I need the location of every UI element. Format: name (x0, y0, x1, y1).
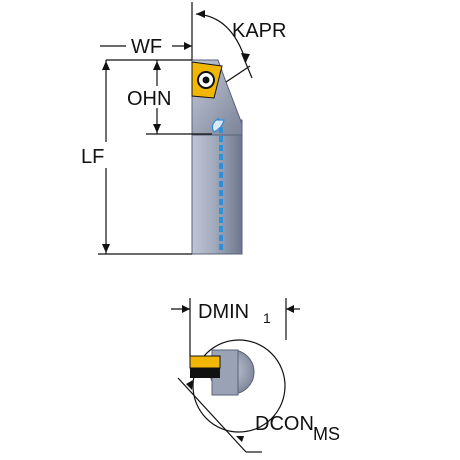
dcon-label: DCON (255, 413, 314, 435)
kapr-dimension: KAPR (195, 10, 286, 83)
end-view (189, 339, 286, 433)
kapr-label: KAPR (232, 20, 286, 42)
side-view (191, 59, 243, 255)
dcon-dimension: DCON MS (177, 377, 340, 453)
lf-dimension: LF (81, 60, 192, 255)
dmin-label: DMIN (198, 301, 249, 323)
dcon-subscript: MS (313, 424, 340, 444)
end-insert-edge (190, 368, 220, 378)
end-insert (189, 355, 221, 369)
coolant-outlet (211, 119, 225, 133)
dmin-dimension: DMIN 1 (171, 298, 300, 356)
dmin-subscript: 1 (263, 310, 271, 326)
lf-label: LF (81, 146, 104, 168)
wf-label: WF (131, 36, 162, 58)
ohn-dimension: OHN (106, 59, 212, 135)
insert-screw-center (202, 76, 210, 84)
wf-dimension: WF (100, 2, 193, 60)
ohn-label: OHN (127, 88, 171, 110)
tool-shank (191, 119, 243, 255)
